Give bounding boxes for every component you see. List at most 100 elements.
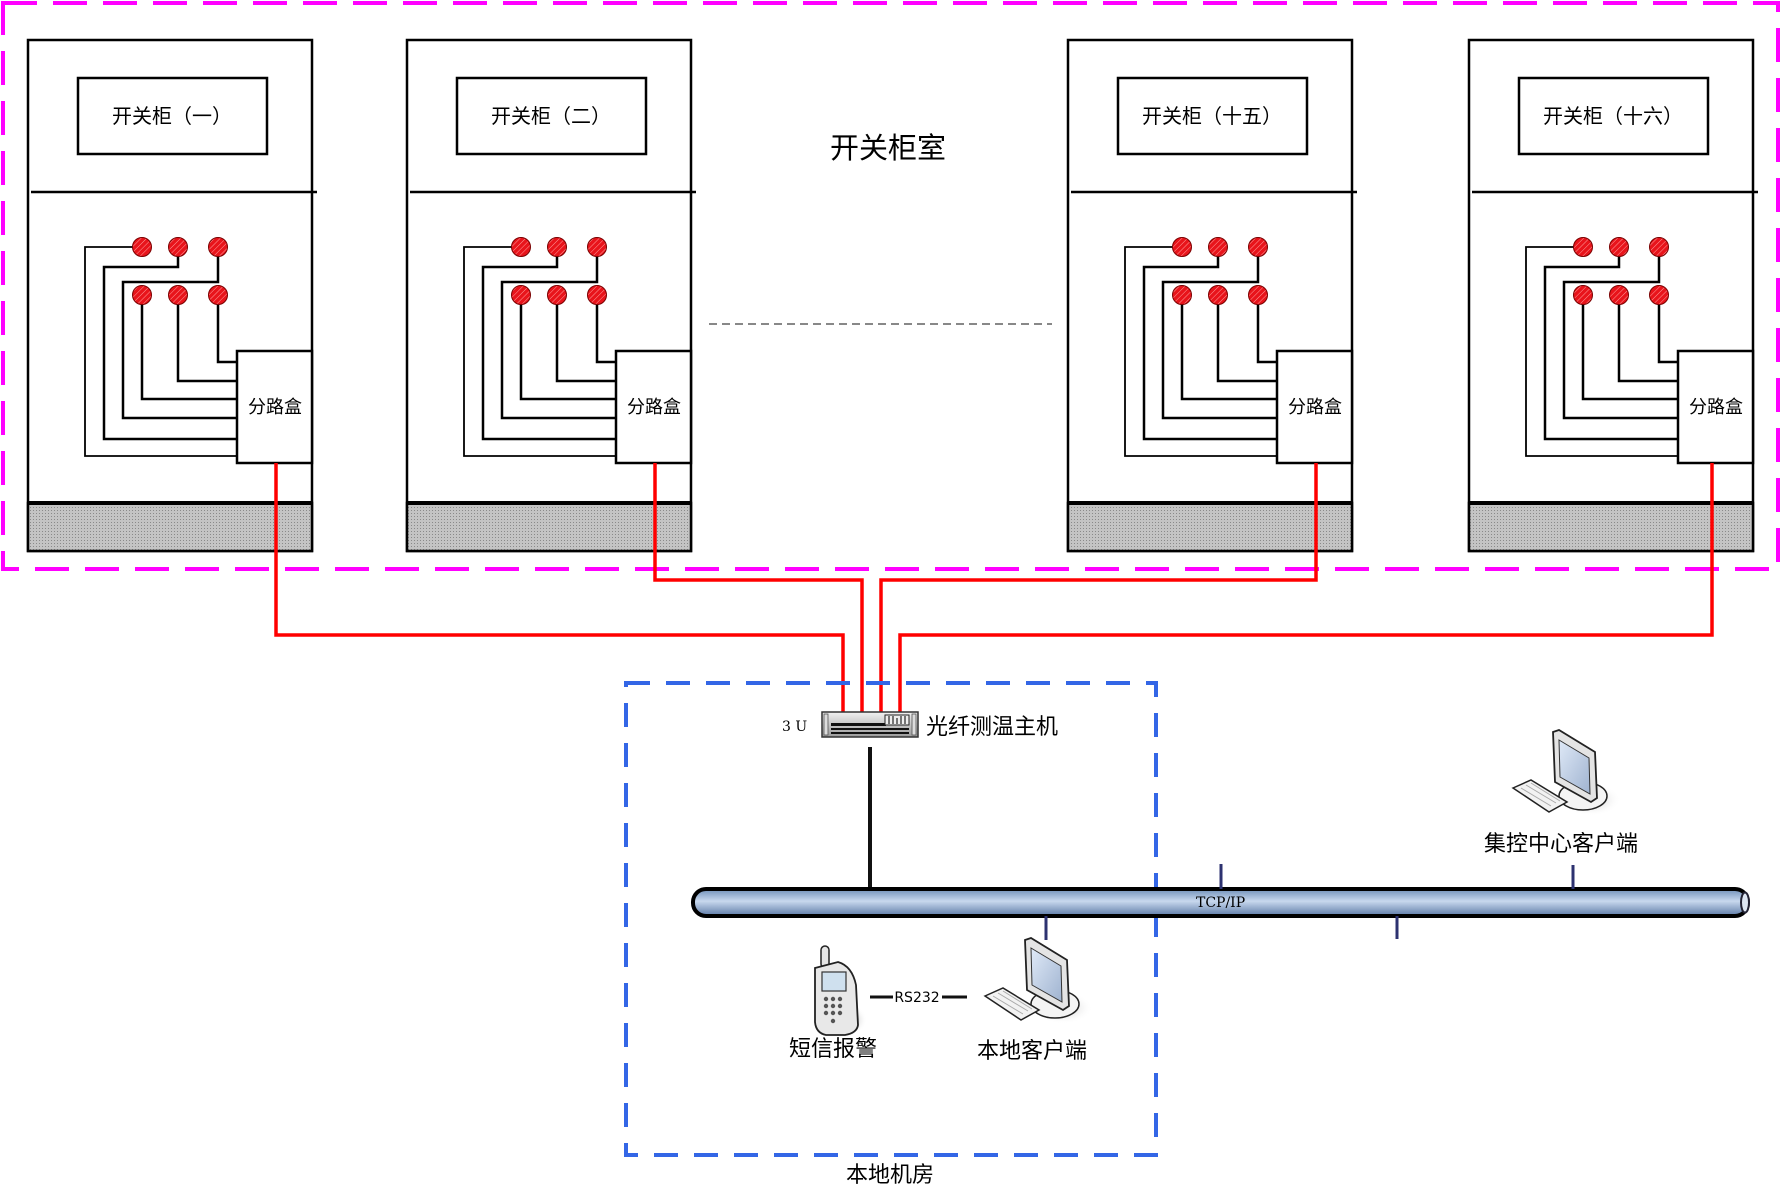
sensor-wires <box>84 246 237 457</box>
temperature-sensor-icon <box>1172 285 1192 305</box>
sensor-wires <box>1124 246 1277 457</box>
sensor-wire <box>102 247 237 441</box>
temperature-sensor-icon <box>1649 285 1669 305</box>
sms-alarm-device[interactable] <box>814 945 867 1036</box>
server-bezel-right <box>911 713 917 736</box>
temperature-sensor-icon <box>208 285 228 305</box>
sensor-wire <box>1142 247 1277 441</box>
local-client-label: 本地客户端 <box>977 1039 1087 1064</box>
monitor-screen <box>1558 739 1591 795</box>
network-bus-end <box>1740 891 1750 914</box>
temperature-sensor-icon <box>1649 237 1669 257</box>
tcpip-network-bus: TCP/IP <box>691 887 1750 918</box>
switchgear-cabinet-3[interactable]: 开关柜（十五） 分路盒 <box>1066 38 1357 553</box>
branch-box[interactable]: 分路盒 <box>235 349 314 465</box>
temperature-sensor-icon <box>168 285 188 305</box>
branch-box[interactable]: 分路盒 <box>1275 349 1354 465</box>
local-room-title: 本地机房 <box>846 1163 934 1188</box>
temperature-sensor-icon <box>168 237 188 257</box>
switchgear-cabinet-2[interactable]: 开关柜（二） 分路盒 <box>405 38 696 553</box>
sensor-wire <box>500 247 616 420</box>
cabinet-label-box <box>1116 76 1309 156</box>
sensor-wire <box>1124 246 1277 457</box>
branch-box-frame <box>1676 349 1755 465</box>
temperature-sensor-icon <box>587 237 607 257</box>
fiber-line-cabinet-15 <box>879 463 1318 713</box>
sensor-wire <box>1216 295 1277 383</box>
sensor-wire <box>121 247 237 420</box>
local-room-boundary <box>624 681 1158 1157</box>
cabinet-label-box <box>1517 76 1710 156</box>
keyboard-keys <box>992 990 1033 1015</box>
temperature-sensor-icon <box>547 237 567 257</box>
server-vent <box>831 728 909 730</box>
fiber-temperature-host[interactable] <box>821 711 919 738</box>
temperature-sensor-icon <box>1248 285 1268 305</box>
temperature-sensor-icon <box>1573 285 1593 305</box>
cabinet-label: 开关柜（二） <box>491 104 611 128</box>
switchgear-cabinet-4[interactable]: 开关柜（十六）分路盒 <box>1467 38 1758 553</box>
sms-alarm-label: 短信报警 <box>789 1037 877 1062</box>
phone-keypad <box>823 996 843 1024</box>
temperature-sensor-icon <box>1248 237 1268 257</box>
branch-box[interactable]: 分路盒 <box>1676 349 1755 465</box>
sensor-wire <box>176 295 237 383</box>
phone-screen <box>821 971 847 992</box>
temperature-sensor-icon <box>511 285 531 305</box>
central-client-label: 集控中心客户端 <box>1484 832 1638 857</box>
sensor-wire <box>1543 247 1678 441</box>
sensor-wire <box>555 295 616 383</box>
sensor-wire <box>519 295 616 401</box>
sensor-wire <box>1256 295 1277 364</box>
temperature-sensor-icon <box>587 285 607 305</box>
sensor-wire <box>463 246 616 457</box>
sensor-wire <box>140 295 237 401</box>
temperature-sensor-icon <box>547 285 567 305</box>
fiber-line-cabinet-2 <box>653 463 864 713</box>
sensor-wires <box>1525 246 1678 457</box>
cabinet-label-box <box>455 76 648 156</box>
local-client-computer[interactable] <box>983 937 1093 1024</box>
keyboard-icon <box>983 987 1041 1021</box>
temperature-sensor-icon <box>1573 237 1593 257</box>
sensor-wire <box>1525 246 1678 457</box>
sensor-wire <box>1657 295 1678 364</box>
sensor-wire <box>1581 295 1678 401</box>
keyboard-keys <box>1520 782 1561 807</box>
rs232-label: RS232 <box>894 990 939 1006</box>
switchgear-cabinet-1[interactable]: 开关柜（一）分路盒 <box>26 38 317 553</box>
host-rack-units: 3 U <box>782 719 807 735</box>
temperature-sensor-icon <box>1172 237 1192 257</box>
temperature-sensor-icon <box>208 237 228 257</box>
host-label: 光纤测温主机 <box>926 715 1058 740</box>
branch-box[interactable]: 分路盒 <box>614 349 693 465</box>
fiber-line-cabinet-1 <box>274 463 845 713</box>
temperature-sensor-icon <box>1208 285 1228 305</box>
switchgear-room-boundary <box>1 1 1780 571</box>
network-label: TCP/IP <box>1196 895 1245 911</box>
switchgear-room-title: 开关柜室 <box>830 131 946 165</box>
sensor-wire <box>481 247 616 441</box>
temperature-sensor-icon <box>132 237 152 257</box>
central-client-computer[interactable] <box>1511 729 1621 816</box>
cabinet-base <box>1066 501 1354 553</box>
cabinet-label: 开关柜（十五） <box>1142 104 1282 128</box>
sensor-wire <box>1180 295 1277 401</box>
monitor-screen <box>1030 947 1063 1003</box>
cabinet-base <box>26 501 314 553</box>
sensor-wire <box>216 295 237 364</box>
branch-box-label: 分路盒 <box>627 397 681 418</box>
branch-box-label: 分路盒 <box>1689 397 1743 418</box>
fiber-line-cabinet-16 <box>898 463 1714 713</box>
server-vent <box>831 723 886 726</box>
sensor-wire <box>84 246 237 457</box>
temperature-sensor-icon <box>1609 285 1629 305</box>
cabinet-base <box>405 501 693 553</box>
branch-box-frame <box>235 349 314 465</box>
sensor-wire <box>1161 247 1277 420</box>
sensor-wires <box>463 246 616 457</box>
keyboard-icon <box>1511 779 1569 813</box>
sensor-wire <box>595 295 616 364</box>
